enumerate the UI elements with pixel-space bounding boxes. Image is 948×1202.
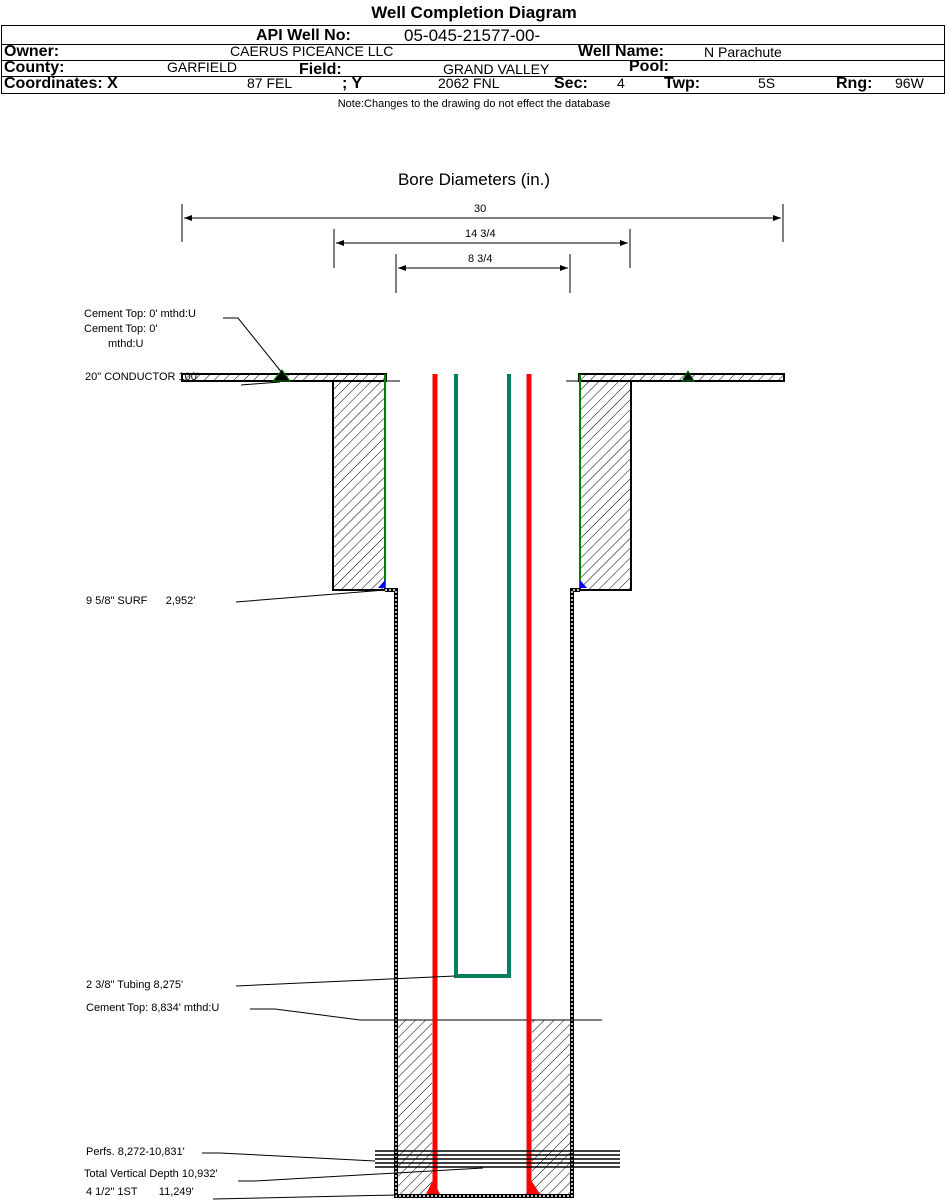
county-value: GARFIELD xyxy=(167,59,238,75)
cement-top-conductor-label: Cement Top: 0' xyxy=(84,323,158,335)
well-name-label: Well Name: xyxy=(578,43,664,60)
header-row-divider xyxy=(2,76,944,77)
surface-cement-right xyxy=(579,380,632,591)
surface-cement-left xyxy=(332,380,386,591)
cement-top-conductor-method: mthd:U xyxy=(108,338,144,350)
rng-value: 96W xyxy=(895,75,924,91)
well-name-value: N Parachute xyxy=(704,44,782,60)
rng-label: Rng: xyxy=(836,75,873,92)
casing-shoe-right xyxy=(580,580,587,588)
cement-top-production-label: Cement Top: 8,834' mthd:U xyxy=(86,1002,220,1014)
coord-x-value: 87 FEL xyxy=(247,75,293,91)
header-row-divider xyxy=(2,60,944,61)
cement-top-surface-label: Cement Top: 0' mthd:U xyxy=(84,308,196,320)
header-table xyxy=(1,25,945,94)
perforations xyxy=(375,1150,620,1168)
bore-dimensions xyxy=(181,204,784,293)
sec-label: Sec: xyxy=(554,75,588,92)
pool-label: Pool: xyxy=(629,58,669,75)
coord-y-label: ; Y xyxy=(342,75,363,92)
page-title: Well Completion Diagram xyxy=(371,3,577,22)
bore-diameters-title: Bore Diameters (in.) xyxy=(397,170,551,189)
bore-diameter-8-3-4: 8 3/4 xyxy=(468,253,493,265)
cement-top-marker-left xyxy=(271,369,291,382)
tubing xyxy=(454,374,511,978)
county-label: County: xyxy=(4,59,65,76)
production-cement-right xyxy=(532,1020,570,1194)
twp-label: Twp: xyxy=(664,75,701,92)
bore-diameter-14-3-4: 14 3/4 xyxy=(465,228,496,240)
twp-value: 5S xyxy=(758,75,776,91)
header-row-divider xyxy=(2,44,944,45)
production-shoe-right xyxy=(526,1180,540,1194)
tvd-label: Total Vertical Depth 10,932' xyxy=(84,1168,218,1180)
field-label: Field: xyxy=(299,61,342,78)
owner-value: CAERUS PICEANCE LLC xyxy=(230,43,394,59)
note: Note:Changes to the drawing do not effec… xyxy=(337,98,611,110)
coord-x-label: Coordinates: X xyxy=(4,75,118,92)
casing-shoe-left xyxy=(378,580,385,588)
conductor-right xyxy=(578,373,785,382)
api-value: 05-045-21577-00- xyxy=(404,26,541,45)
sec-value: 4 xyxy=(617,75,625,91)
owner-label: Owner: xyxy=(4,43,60,60)
cement-top-marker-right xyxy=(681,370,695,382)
perfs-label: Perfs. 8,272-10,831' xyxy=(86,1146,185,1158)
production-cement-left xyxy=(398,1020,432,1194)
tubing-label: 2 3/8" Tubing 8,275' xyxy=(86,979,184,991)
production-shoe-left xyxy=(426,1180,440,1194)
coord-y-value: 2062 FNL xyxy=(438,75,500,91)
production-casing-label: 4 1/2" 1ST 11,249' xyxy=(86,1186,194,1198)
surface-casing-label: 9 5/8" SURF 2,952' xyxy=(86,595,196,607)
bore-diameter-30: 30 xyxy=(474,203,487,215)
conductor-label: 20" CONDUCTOR 100' xyxy=(85,371,200,383)
api-label: API Well No: xyxy=(256,27,351,44)
field-value: GRAND VALLEY xyxy=(443,61,550,77)
leader-lines xyxy=(202,317,484,1200)
